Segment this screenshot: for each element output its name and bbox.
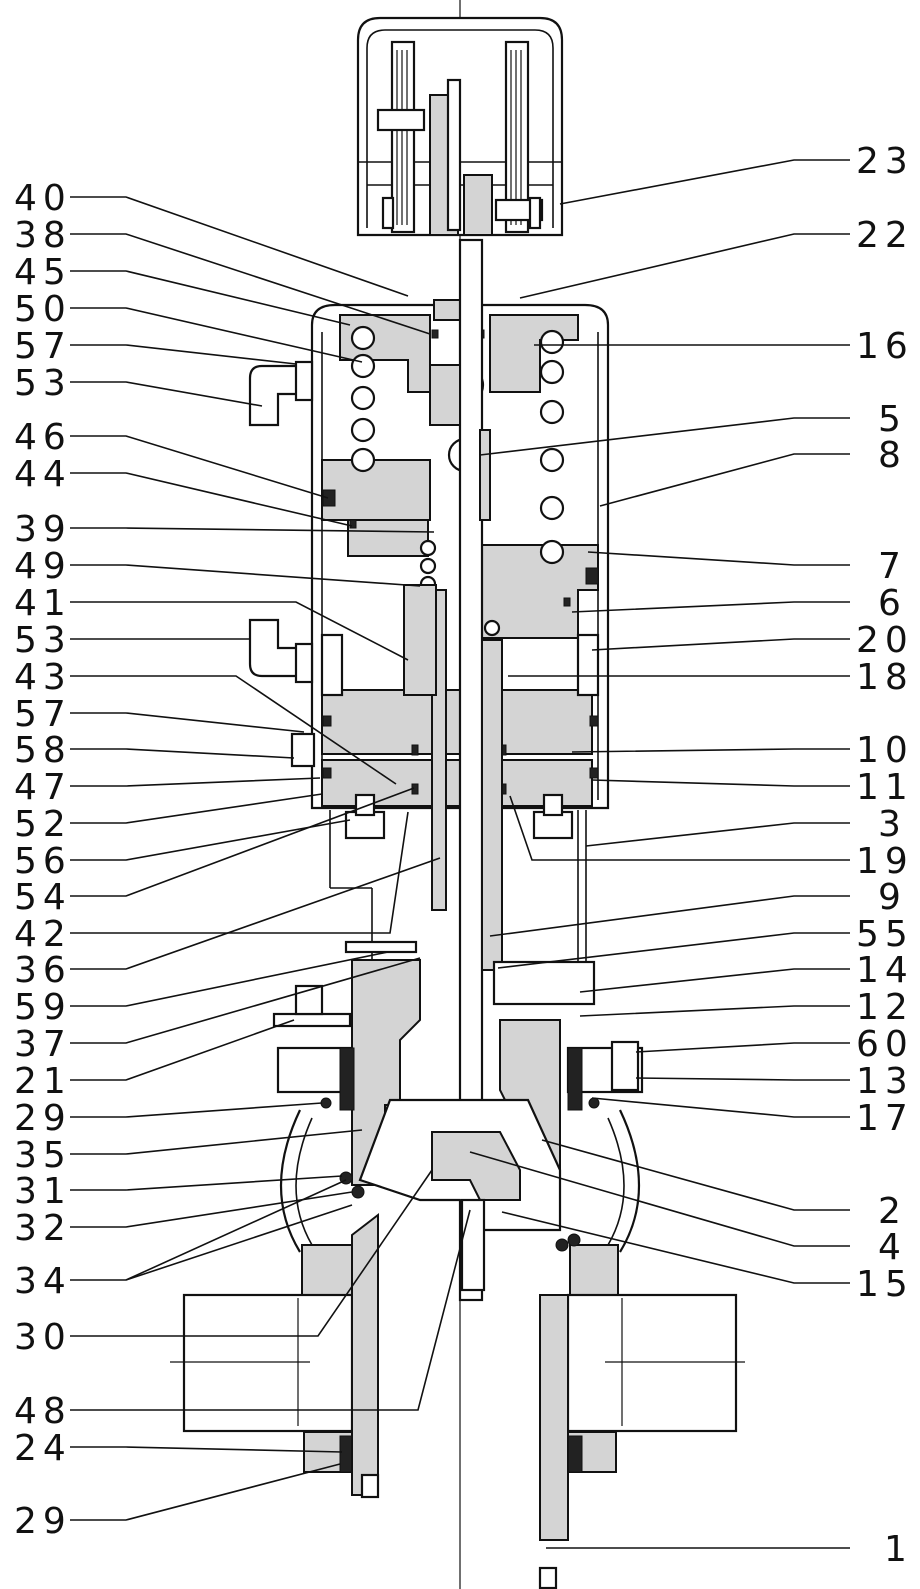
callout-label: 12	[856, 987, 914, 1028]
callout-label: 57	[14, 694, 72, 735]
stem	[403, 238, 503, 1302]
callout-label: 35	[14, 1135, 72, 1176]
callout-label: 37	[14, 1024, 72, 1065]
callout-label: 39	[14, 509, 72, 550]
callout-label: 16	[856, 326, 914, 367]
air-fittings	[248, 360, 316, 768]
callout-label: 20	[856, 620, 914, 661]
callout-label: 7	[878, 546, 907, 587]
callout-label: 24	[14, 1428, 72, 1469]
valve-body	[170, 1109, 745, 1589]
callout-label: 45	[14, 252, 72, 293]
indicator-cap	[356, 16, 564, 237]
callout-label: 9	[878, 877, 907, 918]
callout-label: 23	[856, 141, 914, 182]
callout-label: 10	[856, 730, 914, 771]
callout-label: 15	[856, 1264, 914, 1305]
callout-label: 38	[14, 215, 72, 256]
callout-label: 18	[856, 657, 914, 698]
callout-label: 42	[14, 914, 72, 955]
callout-label: 31	[14, 1171, 72, 1212]
callout-label: 44	[14, 454, 72, 495]
callout-label: 6	[878, 583, 907, 624]
callout-label: 53	[14, 363, 72, 404]
callouts-left: 40 38 45 50 57 53 46 44 39 49 41 53 43 5…	[14, 178, 72, 1542]
callout-label: 53	[14, 620, 72, 661]
callout-label: 36	[14, 950, 72, 991]
callout-label: 46	[14, 417, 72, 458]
callout-label: 41	[14, 583, 72, 624]
callout-label: 59	[14, 987, 72, 1028]
callout-label: 11	[856, 767, 914, 808]
callout-label: 32	[14, 1208, 72, 1249]
callout-label: 1	[884, 1529, 913, 1570]
callouts-right: 23 22 16 5 8 7 6 20 18 10 11 3 19 9 55 1…	[856, 141, 914, 1570]
callout-label: 14	[856, 950, 914, 991]
callout-label: 8	[878, 435, 907, 476]
callout-label: 22	[856, 215, 914, 256]
callout-label: 4	[878, 1227, 907, 1268]
callout-label: 29	[14, 1501, 72, 1542]
callout-label: 48	[14, 1391, 72, 1432]
callout-label: 21	[14, 1061, 72, 1102]
callout-label: 30	[14, 1317, 72, 1358]
callout-label: 60	[856, 1024, 914, 1065]
callout-label: 47	[14, 767, 72, 808]
callout-label: 50	[14, 289, 72, 330]
callout-label: 58	[14, 730, 72, 771]
valve-disc	[320, 1097, 600, 1292]
callout-label: 34	[14, 1261, 72, 1302]
callout-label: 57	[14, 326, 72, 367]
leader-lines-right	[469, 159, 850, 1549]
callout-label: 17	[856, 1098, 914, 1139]
callout-label: 2	[878, 1191, 907, 1232]
callout-label: 56	[14, 841, 72, 882]
leader-lines-left	[70, 196, 471, 1521]
callout-label: 52	[14, 804, 72, 845]
callout-label: 19	[856, 841, 914, 882]
callout-label: 29	[14, 1098, 72, 1139]
callout-label: 43	[14, 657, 72, 698]
callout-label: 54	[14, 877, 72, 918]
callout-label: 13	[856, 1061, 914, 1102]
callout-label: 40	[14, 178, 72, 219]
callout-label: 49	[14, 546, 72, 587]
callout-label: 5	[878, 399, 907, 440]
callout-label: 55	[856, 914, 914, 955]
callout-label: 3	[878, 804, 907, 845]
